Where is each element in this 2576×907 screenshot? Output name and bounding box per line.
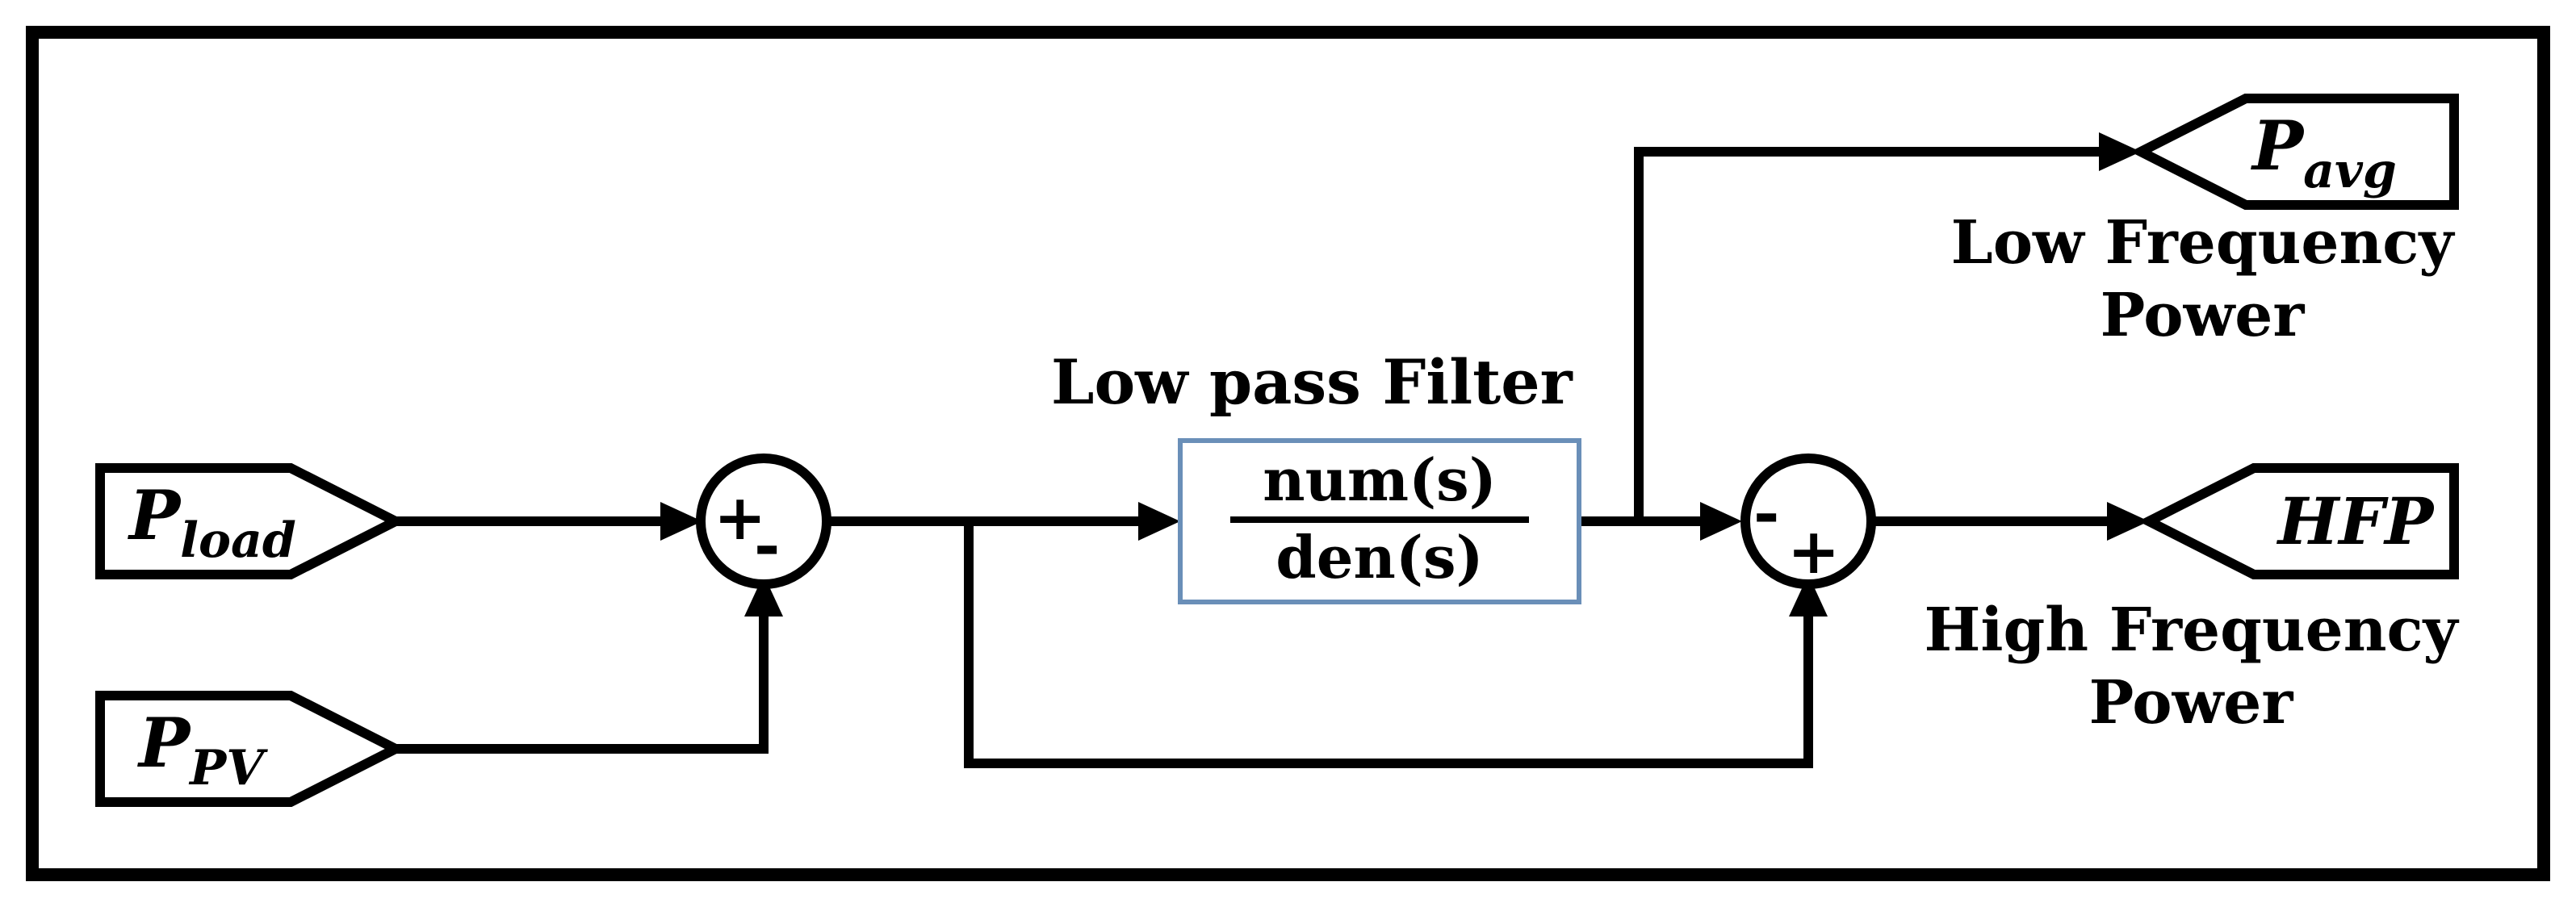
p-pv-subscript: PV xyxy=(188,740,268,796)
high-frequency-caption-line2: Power xyxy=(2089,668,2294,738)
input-port-p-load: Pload xyxy=(95,463,407,579)
hfp-label: HFP xyxy=(2277,483,2436,559)
output-port-p-avg: Pavg xyxy=(2130,94,2459,210)
p-avg-base: P xyxy=(2251,106,2306,186)
high-frequency-caption-line1: High Frequency xyxy=(1924,596,2459,665)
svg-text:PPV: PPV xyxy=(137,703,268,796)
p-load-subscript: load xyxy=(180,512,296,569)
arrowhead-hfp xyxy=(2107,502,2149,541)
arrowhead-filter-input xyxy=(1138,502,1180,541)
summing-junction-2: - + xyxy=(1740,454,1876,589)
wire-filter-to-pavg xyxy=(1634,147,2101,521)
wire-bypass-branch xyxy=(964,521,1813,768)
output-port-hfp: HFP xyxy=(2138,463,2459,579)
sum2-minus-sign: - xyxy=(1753,476,1779,550)
p-avg-subscript: avg xyxy=(2303,143,2397,199)
sum1-minus-sign: - xyxy=(754,508,780,582)
input-port-p-pv: PPV xyxy=(95,691,407,807)
low-pass-filter-block: Low pass Filter num(s) den(s) xyxy=(1051,346,1581,604)
wire-ppv-to-sum1 xyxy=(396,613,769,754)
svg-text:Pavg: Pavg xyxy=(2251,106,2397,199)
arrowhead-sum1-bottom xyxy=(744,575,783,617)
arrowhead-sum2-left xyxy=(1700,502,1742,541)
arrowhead-sum1-left xyxy=(660,502,702,541)
summing-junction-1: + - xyxy=(696,454,831,589)
filter-title: Low pass Filter xyxy=(1051,346,1573,418)
svg-text:Pload: Pload xyxy=(128,475,296,569)
filter-numerator: num(s) xyxy=(1263,445,1497,514)
arrowhead-pavg xyxy=(2099,132,2141,171)
p-pv-base: P xyxy=(137,703,192,783)
low-frequency-caption-line2: Power xyxy=(2101,281,2306,350)
filter-denominator: den(s) xyxy=(1275,523,1483,591)
p-load-base: P xyxy=(128,475,182,555)
sum1-plus-sign: + xyxy=(714,481,766,554)
arrowhead-sum2-bottom xyxy=(1789,575,1828,617)
low-frequency-caption-line1: Low Frequency xyxy=(1951,208,2456,278)
sum2-plus-sign: + xyxy=(1787,515,1840,588)
